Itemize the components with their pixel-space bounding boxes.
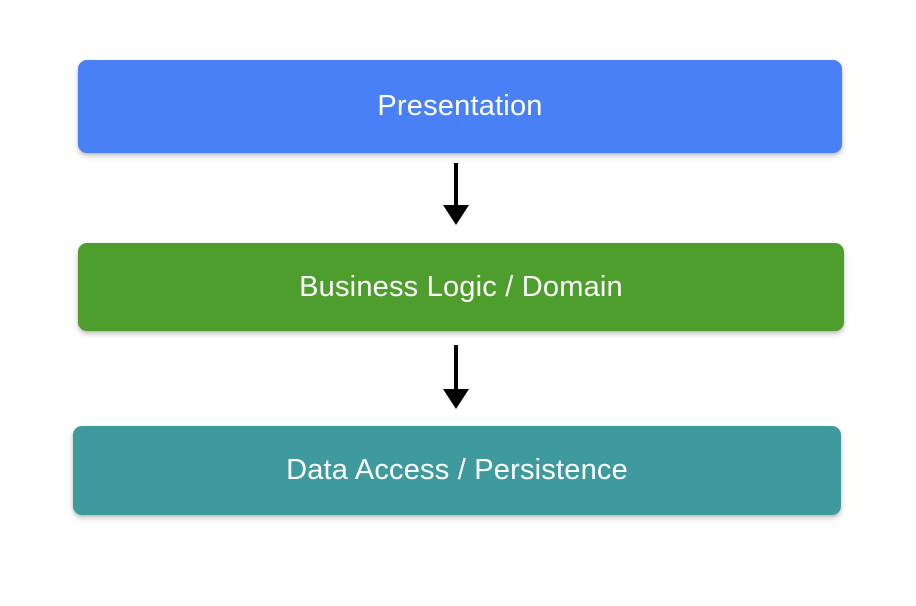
layer-label-data-access: Data Access / Persistence <box>286 454 628 486</box>
layer-box-presentation[interactable]: Presentation <box>78 60 842 153</box>
layer-label-business-logic: Business Logic / Domain <box>299 270 623 303</box>
down-arrow-icon-presentation-to-business <box>428 163 484 225</box>
layer-box-business-logic[interactable]: Business Logic / Domain <box>78 243 844 331</box>
layer-box-data-access[interactable]: Data Access / Persistence <box>73 426 841 515</box>
layer-label-presentation: Presentation <box>377 90 543 122</box>
down-arrow-icon-business-to-data <box>428 345 484 409</box>
